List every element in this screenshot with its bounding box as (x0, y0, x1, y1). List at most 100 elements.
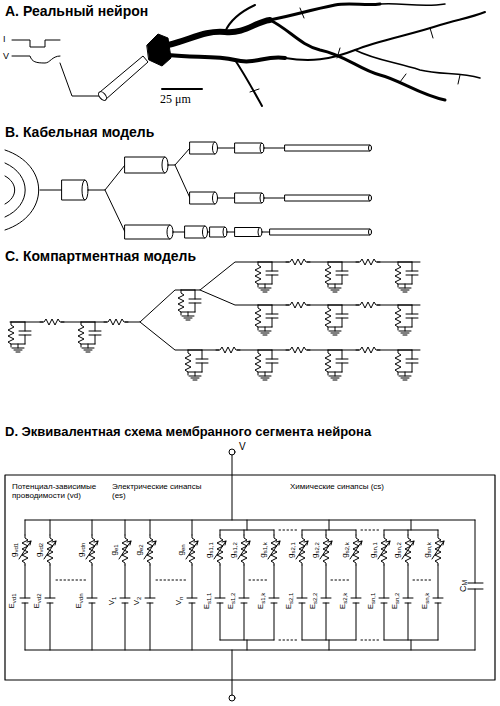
circuit-wire (45, 598, 55, 603)
component-label: Evdn (75, 592, 83, 609)
subscript: s2,2 (314, 542, 320, 553)
circuit-wire (244, 603, 245, 640)
component-label: V2 (133, 596, 141, 607)
circuit-wire (238, 541, 250, 559)
circuit-wire (384, 603, 385, 640)
circuit-wire (186, 541, 198, 559)
subscript: s2,2 (312, 593, 318, 604)
panel-title: D. Эквивалентная схема мембранного сегме… (5, 425, 371, 440)
component-label: gs2,2 (311, 541, 319, 559)
component-label: gs1,1 (205, 541, 213, 559)
circuit-wire (408, 565, 409, 598)
circuit-wire (379, 598, 389, 603)
circuit-wire (50, 603, 51, 650)
circuit-wire (302, 565, 303, 598)
circuit-wire (403, 598, 413, 603)
scale-label: 25 μm (160, 93, 191, 107)
subscript: M (461, 580, 468, 586)
component-label: Es2,2 (309, 592, 317, 611)
circuit-wire (302, 530, 303, 535)
circuit-wire (408, 603, 409, 640)
panel-title: C. Компартментная модель (5, 248, 196, 264)
circuit-wire (326, 603, 327, 640)
component-label: Vn (175, 596, 183, 607)
subscript: 2 (136, 597, 142, 600)
circuit-wire (92, 565, 93, 598)
circuit-wire (25, 520, 26, 535)
group-label: Потенциал-зависимые проводимости (vd) (12, 482, 110, 500)
group-label: Электрические синапсы (es) (112, 482, 212, 500)
circuit-wire (302, 520, 356, 650)
circuit-wire (215, 598, 225, 603)
circuit-wire (220, 565, 221, 598)
component-label: Es1,2 (227, 592, 235, 611)
compartment-model (8, 258, 420, 380)
component-label: V1 (108, 596, 116, 607)
signal-name: V (3, 51, 9, 61)
component-label: gs2,k (341, 541, 349, 558)
subscript: vd2 (36, 593, 42, 603)
component-label: gs2,1 (287, 541, 295, 559)
circuit-wire (356, 530, 357, 535)
component-label: Evd2 (33, 592, 41, 609)
component-label: CM (459, 579, 468, 593)
circuit-wire (214, 541, 226, 559)
component-label: gsn,k (423, 541, 431, 558)
component-label: Es2,k (339, 592, 347, 610)
subscript: s1,1 (206, 593, 212, 604)
subscript: e2 (138, 544, 144, 551)
circuit-wire (321, 598, 331, 603)
circuit-wire (320, 541, 332, 559)
circuit-wire (438, 565, 439, 598)
circuit-wire (87, 598, 97, 603)
circuit-wire (432, 541, 444, 559)
subscript: vd1 (13, 543, 19, 553)
circuit-wire (467, 520, 483, 650)
circuit-wire (402, 541, 414, 559)
circuit-wire (296, 541, 308, 559)
circuit-wire (44, 541, 56, 559)
circuit-wire (220, 520, 274, 650)
circuit-wire (361, 530, 379, 640)
circuit-wire (302, 603, 303, 640)
group-label: Химические синапсы (cs) (290, 482, 440, 491)
circuit-wire (25, 565, 26, 598)
component-label: Esn,2 (391, 592, 399, 611)
component-label: gsn,1 (369, 541, 377, 559)
circuit-wire (50, 520, 51, 535)
circuit-wire (187, 598, 197, 603)
component-label: ge2 (135, 543, 143, 556)
circuit-wire (249, 580, 269, 581)
subscript: s2,1 (288, 593, 294, 604)
circuit-wire (279, 530, 297, 640)
circuit-wire (150, 520, 151, 535)
subscript: sn,1 (372, 542, 378, 553)
circuit-wire (125, 603, 126, 650)
component-label: Es2,1 (285, 592, 293, 611)
circuit-wire (269, 598, 279, 603)
circuit-wire (150, 565, 151, 598)
circuit-wire (331, 580, 351, 581)
subscript: e1 (113, 544, 119, 551)
subscript: sn,1 (370, 593, 376, 604)
component-label: gen (177, 543, 185, 556)
circuit-wire (119, 541, 131, 559)
circuit-wire (438, 530, 439, 535)
circuit-wire (125, 520, 126, 535)
circuit-wire (192, 565, 193, 598)
circuit-wire (239, 598, 249, 603)
component-label: Es1,k (257, 592, 265, 610)
component-label: Esn,k (421, 592, 429, 610)
circuit-wire (56, 580, 86, 581)
circuit-wire (125, 565, 126, 598)
subscript: sn,2 (396, 542, 402, 553)
circuit-wire (326, 530, 327, 535)
subscript: sn,2 (394, 593, 400, 604)
subscript: n (178, 597, 184, 600)
signal-name: I (3, 34, 6, 44)
circuit-wire (384, 565, 385, 598)
circuit-wire (351, 598, 361, 603)
circuit-wire (274, 603, 275, 640)
circuit-wire (384, 520, 438, 650)
circuit-wire (433, 598, 443, 603)
